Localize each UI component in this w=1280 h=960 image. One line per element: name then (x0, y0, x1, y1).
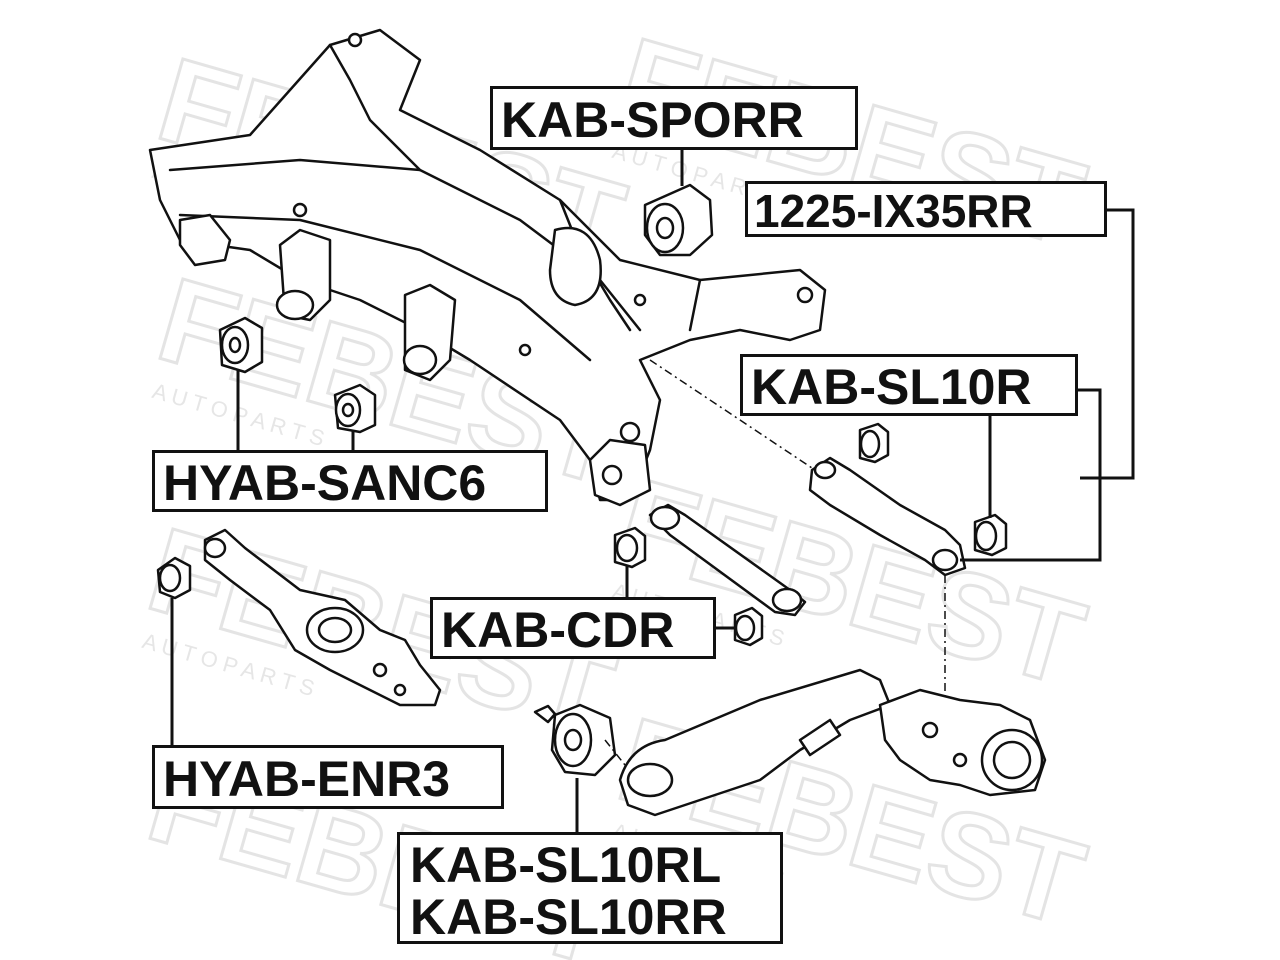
label-text: 1225-IX35RR (754, 185, 1033, 237)
wheel-knuckle-drawing (878, 688, 1047, 797)
hyab-sanc6-bushing-right-drawing (333, 383, 377, 434)
kab-sl10r-bushing-lower-drawing (973, 513, 1008, 557)
label-text-rl: KAB-SL10RL (410, 837, 722, 893)
rear-subframe-drawing (148, 28, 827, 507)
alignment-line (649, 359, 813, 469)
label-kab-sl10r: KAB-SL10R (740, 354, 1078, 416)
label-kab-cdr: KAB-CDR (430, 597, 716, 659)
kab-sporr-bushing-drawing (643, 183, 714, 257)
label-text: KAB-SL10R (751, 359, 1032, 415)
label-hyab-sanc6: HYAB-SANC6 (152, 450, 548, 512)
kab-cdr-bushing-right-drawing (733, 606, 764, 647)
kab-sl10r-bushing-upper-drawing (858, 422, 890, 464)
label-text: KAB-CDR (441, 602, 675, 658)
kab-cdr-bushing-left-drawing (613, 526, 647, 569)
trailing-arm-drawing (618, 668, 892, 817)
hyab-enr3-bushing-drawing (156, 556, 192, 600)
label-text-rr: KAB-SL10RR (410, 889, 727, 945)
hyab-sanc6-bushing-left-drawing (218, 316, 264, 374)
label-hyab-enr3: HYAB-ENR3 (152, 745, 504, 809)
kab-sl10rl-bushing-drawing (533, 703, 617, 777)
leader-line-kab-sl10r (960, 388, 1102, 562)
leader-line-ix35rr (1080, 208, 1135, 480)
label-text: HYAB-ENR3 (163, 751, 451, 807)
label-text: HYAB-SANC6 (163, 455, 487, 511)
label-kab-sl10rl-rr: KAB-SL10RL KAB-SL10RR (397, 832, 783, 944)
kab-cdr-link-drawing (648, 503, 807, 617)
label-text: KAB-SPORR (501, 92, 804, 148)
lower-control-arm-drawing (203, 528, 442, 707)
upper-control-arm-drawing (808, 456, 967, 577)
label-kab-sporr: KAB-SPORR (490, 86, 858, 150)
label-1225-ix35rr: 1225-IX35RR (745, 181, 1107, 237)
alignment-line (604, 739, 626, 766)
